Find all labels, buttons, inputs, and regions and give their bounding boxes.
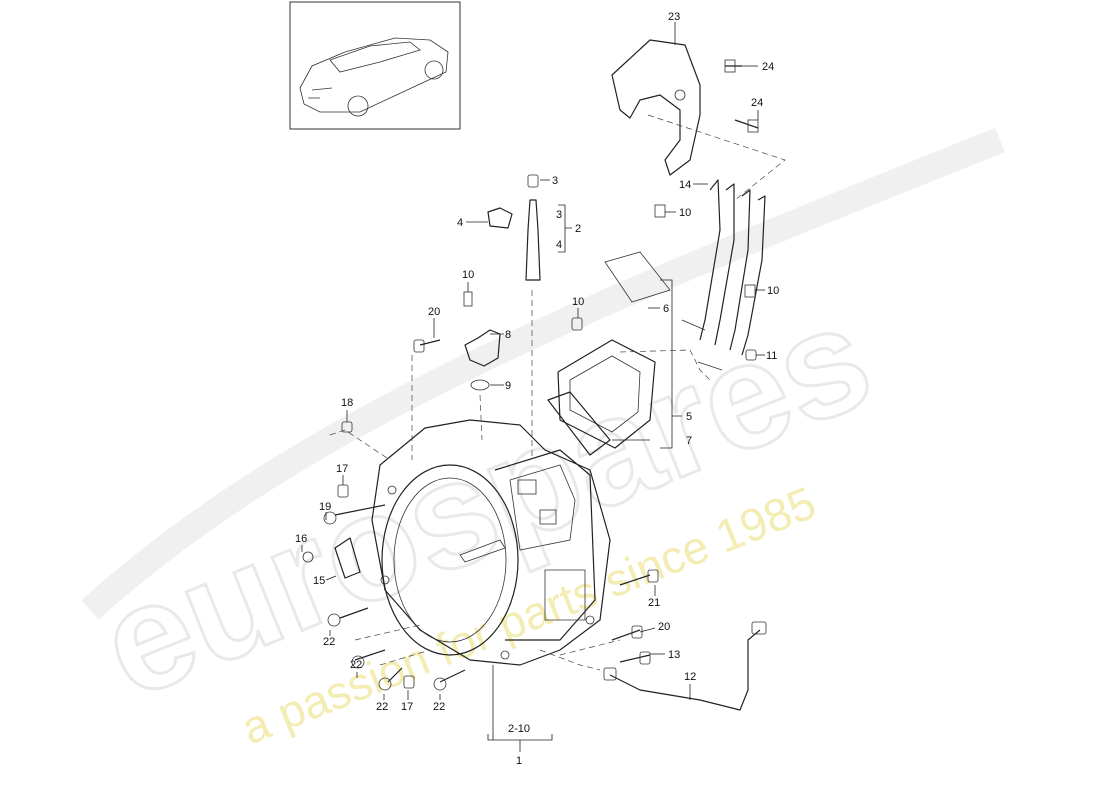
- callout-24: 24: [751, 97, 763, 109]
- sensor-stack: [487, 174, 541, 281]
- callout-10: 10: [767, 285, 779, 297]
- left-hardware: [302, 317, 659, 691]
- callout-22: 22: [323, 636, 335, 648]
- watermark: eurospares a passion for parts since 198…: [78, 127, 1005, 754]
- callout-19: 19: [319, 501, 331, 513]
- callout-14: 14: [679, 179, 691, 191]
- callout-2: 2: [575, 223, 581, 235]
- callout-4: 4: [556, 239, 562, 251]
- callout-22: 22: [433, 701, 445, 713]
- callout-22: 22: [350, 659, 362, 671]
- callout-labels: 23 24 24 3 4 3 2 4 14 10 10 10 10 6 11 2…: [295, 11, 779, 767]
- callout-10: 10: [462, 269, 474, 281]
- callout-17: 17: [401, 701, 413, 713]
- gearbox-housing: [371, 419, 611, 666]
- bracket-23: [611, 39, 759, 176]
- leader-lines: [301, 22, 765, 752]
- vehicle-thumbnail: [289, 1, 461, 130]
- callout-9: 9: [505, 380, 511, 392]
- callout-1: 1: [516, 755, 522, 767]
- callout-20: 20: [658, 621, 670, 633]
- callout-24: 24: [762, 61, 774, 73]
- callout-16: 16: [295, 533, 307, 545]
- callout-23: 23: [668, 11, 680, 23]
- callout-7: 7: [686, 435, 692, 447]
- callout-13: 13: [668, 649, 680, 661]
- callout-18: 18: [341, 397, 353, 409]
- callout-17: 17: [336, 463, 348, 475]
- callout-3: 3: [552, 175, 558, 187]
- cover-plate: [547, 251, 671, 456]
- callout-22: 22: [376, 701, 388, 713]
- callout-3: 3: [556, 209, 562, 221]
- callout-8: 8: [505, 329, 511, 341]
- ground-cable-12: [603, 621, 767, 711]
- callout-5: 5: [686, 411, 692, 423]
- callout-12: 12: [684, 671, 696, 683]
- callout-10: 10: [679, 207, 691, 219]
- callout-10: 10: [572, 296, 584, 308]
- callout-20: 20: [428, 306, 440, 318]
- callout-6: 6: [663, 303, 669, 315]
- callout-2-10: 2-10: [508, 723, 530, 735]
- callout-4: 4: [457, 217, 463, 229]
- callout-21: 21: [648, 597, 660, 609]
- cable-bundle-14: [654, 179, 766, 371]
- watermark-swoosh: [81, 127, 1005, 620]
- callout-11: 11: [766, 350, 777, 362]
- assembly-lines: [329, 114, 786, 671]
- callout-15: 15: [313, 575, 325, 587]
